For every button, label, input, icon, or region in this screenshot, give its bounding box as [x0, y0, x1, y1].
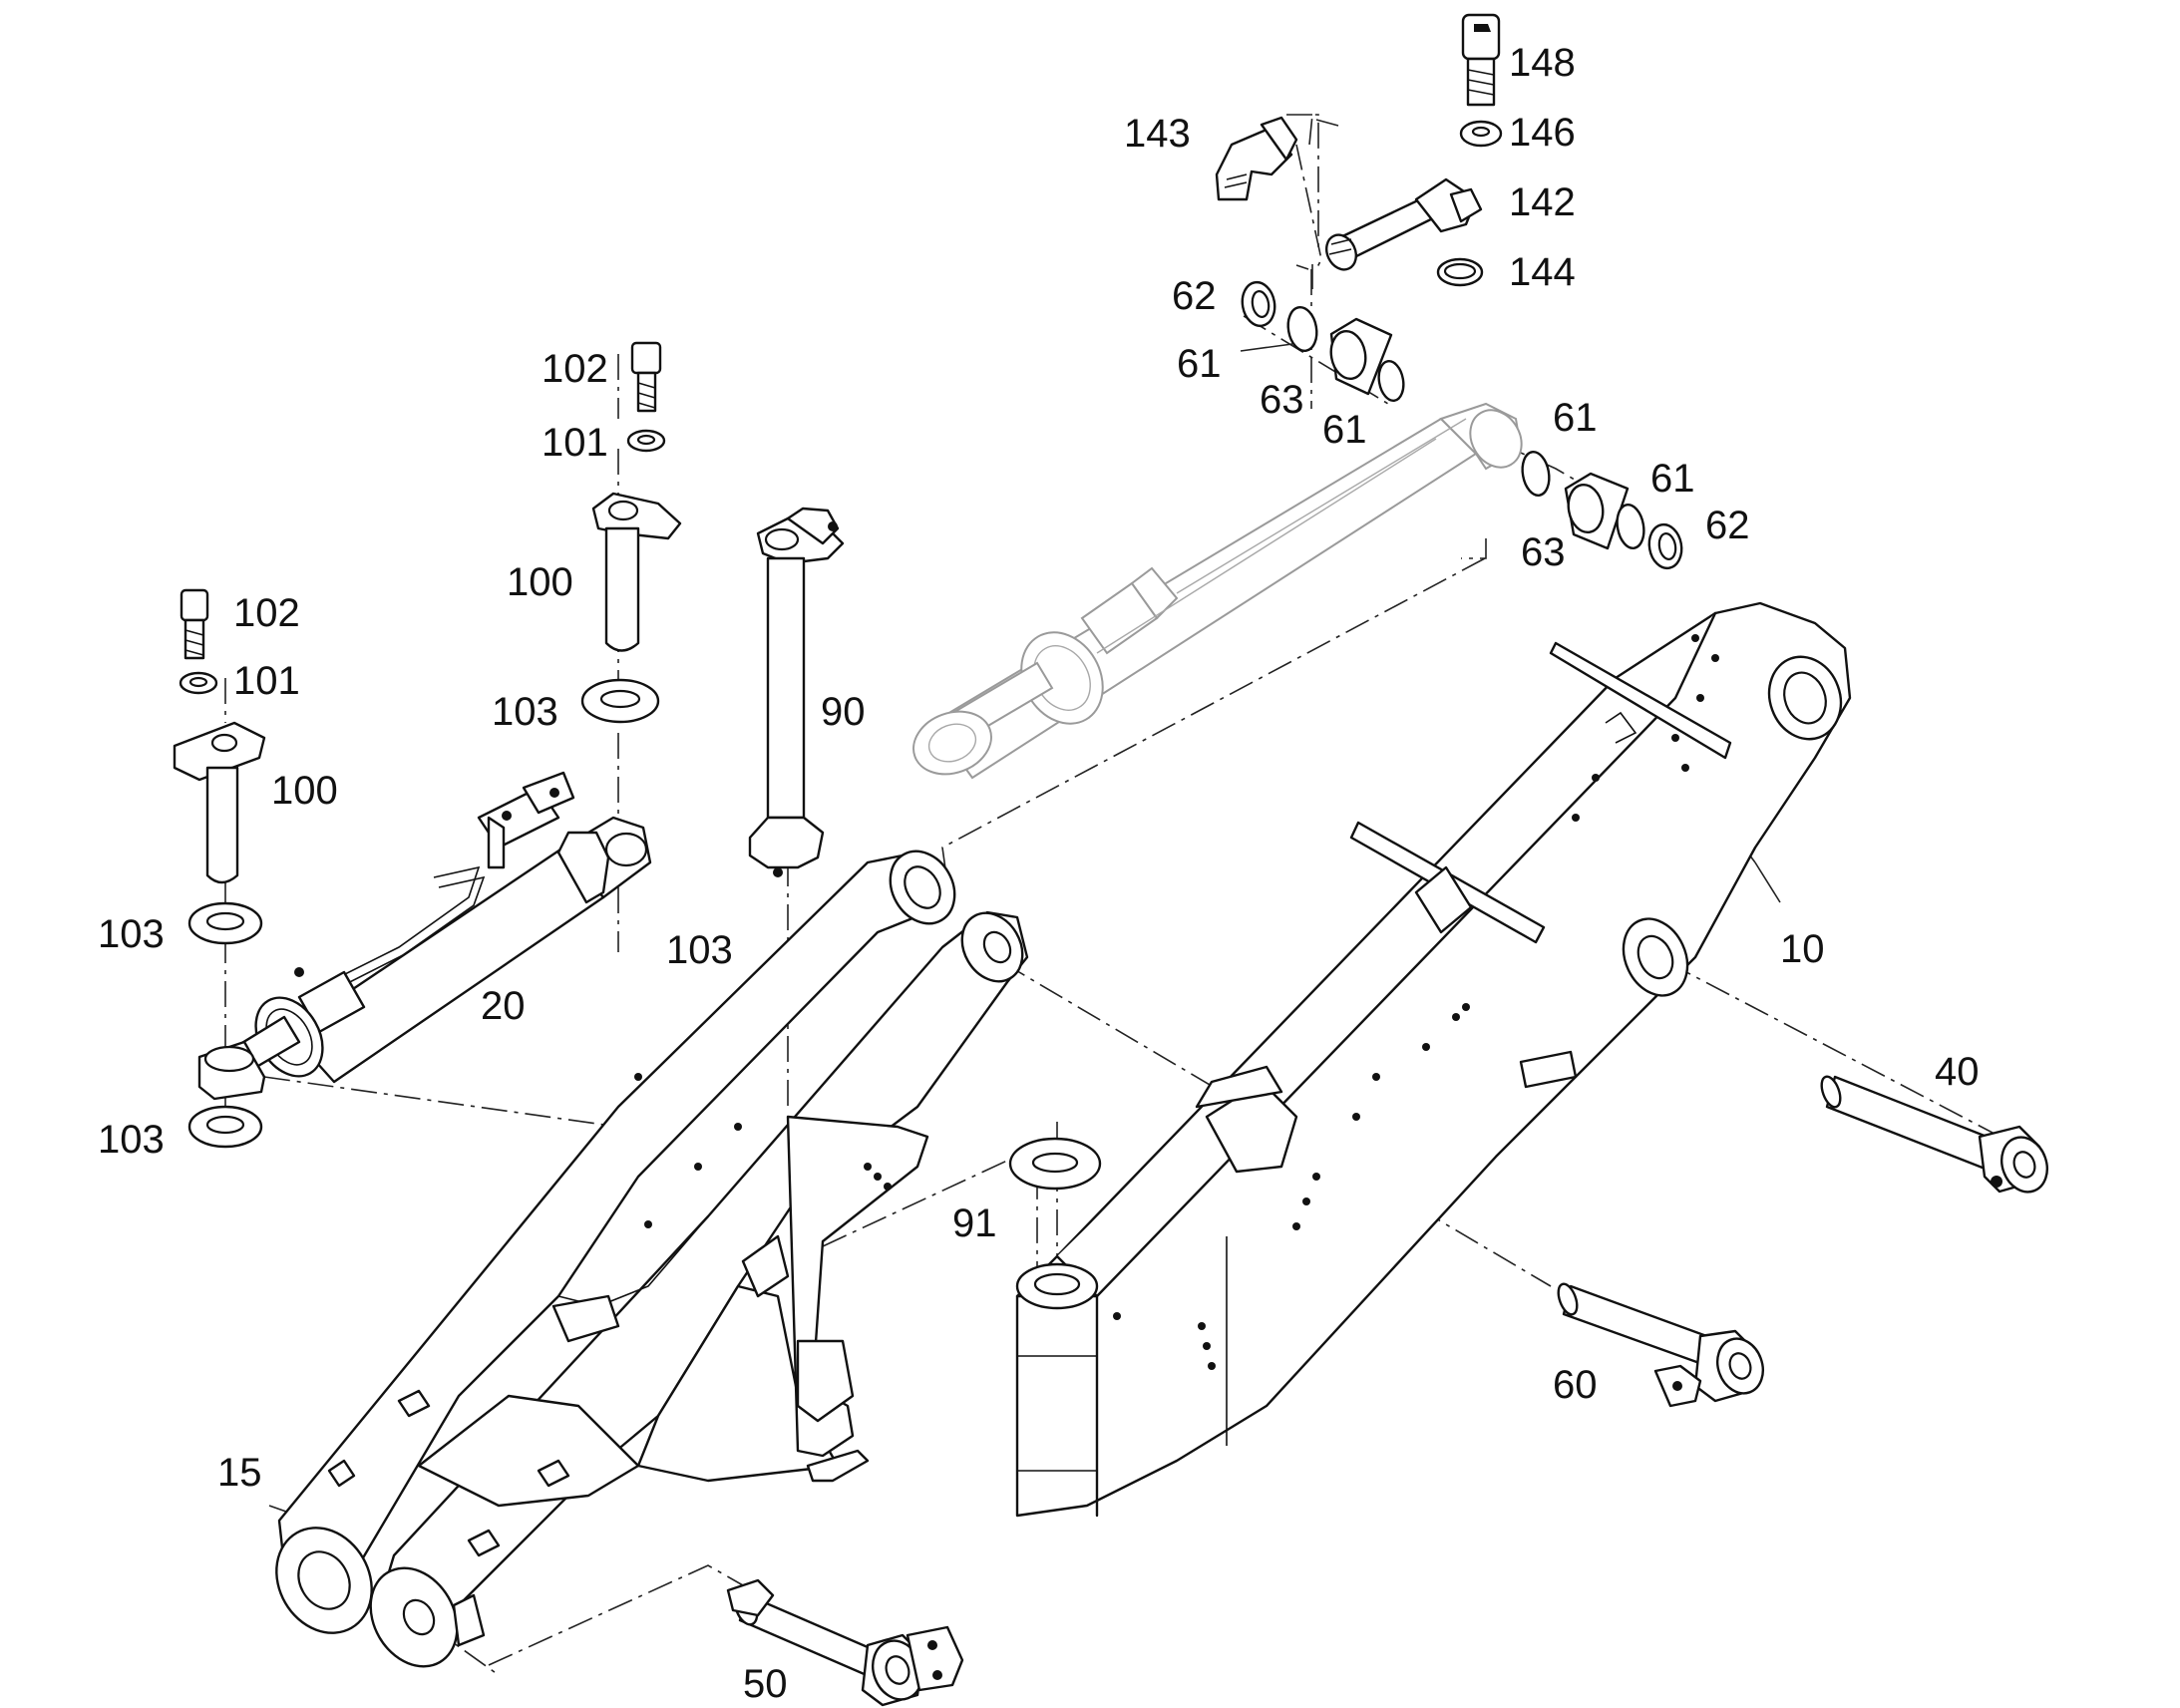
- pin-100-left: [173, 721, 266, 884]
- callout-61-right-upper: 61: [1553, 396, 1598, 440]
- callout-101-left: 101: [233, 659, 300, 703]
- callout-100-center: 100: [507, 560, 573, 604]
- callout-102-left: 102: [233, 591, 300, 635]
- callout-144: 144: [1509, 250, 1576, 294]
- ring-61-lower-b: [1616, 504, 1645, 549]
- callout-63-lower: 63: [1521, 530, 1566, 574]
- pin-set-left: [173, 588, 266, 1149]
- callout-148: 148: [1509, 41, 1576, 85]
- callout-101-center: 101: [542, 421, 608, 465]
- o-ring-144: [1436, 257, 1484, 287]
- callout-20: 20: [481, 984, 526, 1028]
- fittings-group: [1215, 13, 1503, 287]
- ring-61-lower-a: [1521, 451, 1551, 497]
- callout-146: 146: [1509, 111, 1576, 155]
- ring-61-upper-b: [1377, 359, 1405, 403]
- callout-103-cylinder: 103: [666, 928, 733, 972]
- callout-142: 142: [1509, 180, 1576, 224]
- washer-146: [1459, 120, 1503, 148]
- link-rod-90: [748, 507, 845, 877]
- washer-103-left-lower: [187, 1105, 263, 1149]
- washer-103-center: [580, 678, 660, 724]
- elbow-fitting-143: [1215, 116, 1298, 201]
- callout-labels: 148 146 143 142 144 62 61 63 61 61 61 62…: [98, 41, 1980, 1706]
- callout-62-upper: 62: [1172, 274, 1217, 318]
- callout-103-center: 103: [492, 690, 558, 734]
- callout-91: 91: [952, 1201, 997, 1245]
- bushing-seal-set: [1241, 280, 1683, 570]
- bolt-102-left: [180, 588, 209, 660]
- washer-101-center: [626, 429, 666, 453]
- tube-fitting-142: [1325, 177, 1483, 271]
- callout-62-lower: 62: [1705, 504, 1750, 547]
- bolt-102-center: [630, 341, 662, 413]
- callout-103-left-upper: 103: [98, 912, 165, 956]
- callout-63-upper: 63: [1260, 378, 1304, 422]
- washer-101-left: [179, 671, 218, 695]
- pivot-pin-40: [1820, 1075, 2048, 1194]
- callout-61-upper-mid: 61: [1322, 408, 1367, 452]
- pin-set-center: [580, 341, 682, 724]
- boom-frame-10: [1015, 601, 1852, 1518]
- bushing-63-upper: [1329, 317, 1393, 396]
- cap-screw-148: [1461, 13, 1501, 107]
- callout-143: 143: [1124, 112, 1191, 156]
- bushing-63-lower: [1564, 472, 1630, 550]
- seal-62-upper: [1241, 280, 1276, 328]
- hydraulic-cylinder-20: [197, 771, 652, 1101]
- callout-10: 10: [1780, 927, 1825, 971]
- callout-50: 50: [743, 1662, 788, 1706]
- callout-15: 15: [217, 1451, 262, 1495]
- callout-90: 90: [821, 690, 866, 734]
- callout-103-left-lower: 103: [98, 1118, 165, 1162]
- callout-61-right-lower: 61: [1650, 457, 1695, 501]
- pivot-pin-60: [1557, 1282, 1764, 1408]
- ghost-cylinder-reference: [912, 402, 1523, 780]
- washer-103-left-upper: [187, 901, 263, 945]
- callout-61-upper-left: 61: [1177, 342, 1222, 386]
- ring-61-upper-a: [1286, 305, 1318, 353]
- pivot-pin-50: [726, 1578, 964, 1707]
- pin-100-center: [591, 492, 682, 652]
- loader-arm-15: [275, 850, 1029, 1668]
- callout-102-center: 102: [542, 347, 608, 391]
- callout-60: 60: [1553, 1363, 1598, 1407]
- seal-62-lower: [1647, 522, 1683, 570]
- washer-91: [1008, 1137, 1102, 1191]
- callout-40: 40: [1935, 1050, 1980, 1094]
- callout-100-left: 100: [271, 769, 338, 813]
